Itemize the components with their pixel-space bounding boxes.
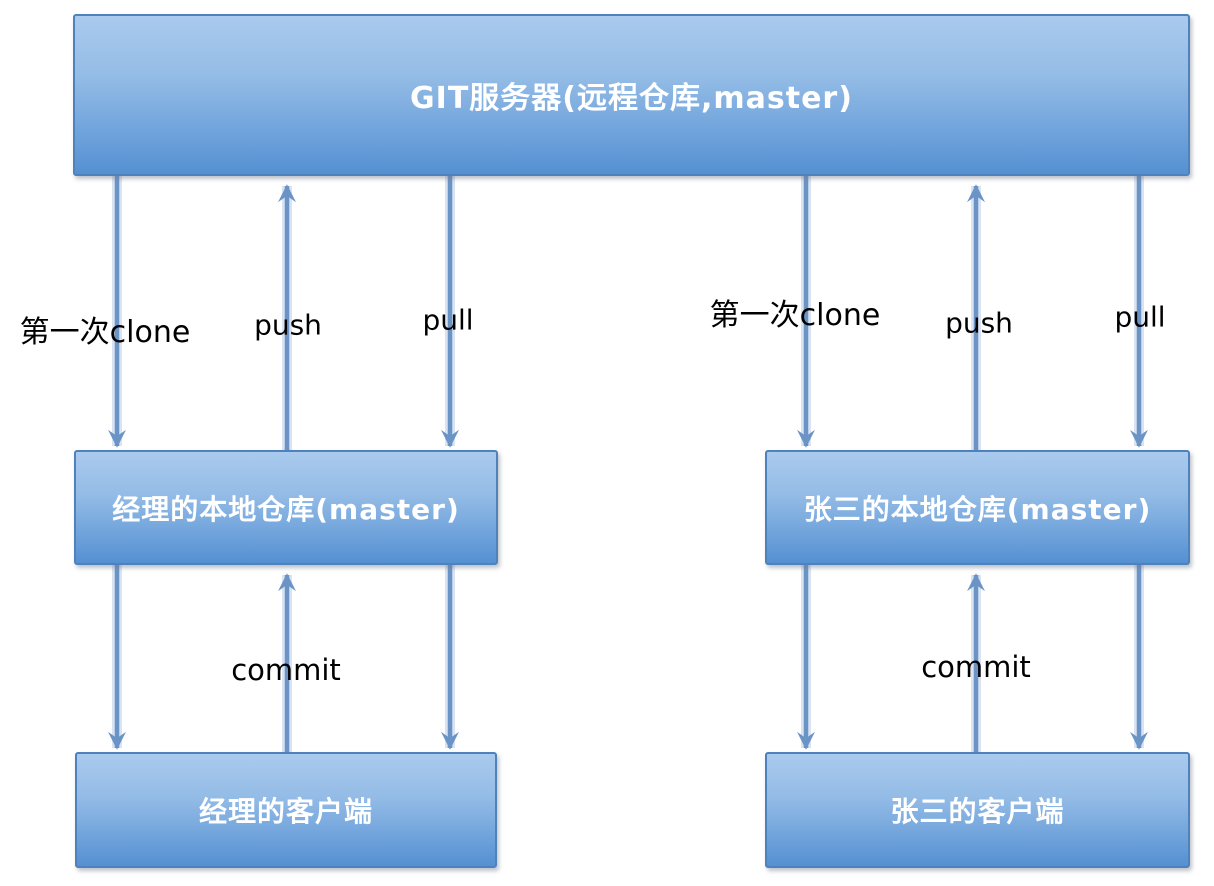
zhangsan-client-node: 张三的客户端 [765,752,1190,868]
pull-label-left: pull [422,303,474,337]
pull-label-right: pull [1114,300,1166,334]
commit-label-right: commit [921,650,1031,684]
commit-label-left: commit [231,653,341,687]
clone-label-right: 第一次clone [709,298,881,333]
zhangsan-local-repo-node: 张三的本地仓库(master) [765,450,1190,565]
clone-label-left: 第一次clone [19,315,191,350]
push-label-right: push [945,306,1013,340]
manager-local-repo-node: 经理的本地仓库(master) [74,450,498,565]
push-label-left: push [254,308,322,342]
manager-client-node: 经理的客户端 [75,752,497,868]
git-server-node: GIT服务器(远程仓库,master) [73,14,1190,176]
